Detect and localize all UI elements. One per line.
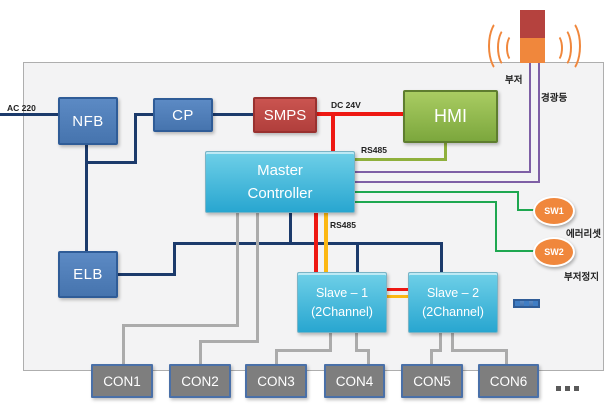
wire-sw2-line-h1	[355, 201, 497, 203]
wire-master-slave1-yellow	[324, 213, 328, 272]
sw1-button: SW1	[533, 196, 575, 226]
wire-hmi-rs485-h	[355, 158, 447, 161]
sw2-label: SW2	[544, 247, 564, 257]
cp-label: CP	[172, 106, 194, 124]
wire-con2-v2	[199, 340, 202, 364]
slave2-label-line1: Slave – 2	[426, 286, 480, 301]
buzzer-icon	[520, 38, 545, 63]
wire-con4-h	[355, 349, 370, 352]
con5-box: CON5	[401, 364, 463, 398]
nfb-label: NFB	[72, 112, 104, 130]
wire-con3-v1	[329, 333, 332, 351]
warning-lamp-icon	[520, 10, 545, 38]
sw1-caption: 에러리셋	[566, 229, 601, 240]
wire-con5-h	[430, 349, 442, 352]
wire-elb-up	[173, 243, 176, 276]
sw2-caption: 부저정지	[564, 272, 599, 283]
wire-con2-v1	[256, 213, 259, 342]
master-label-line2: Controller	[247, 185, 313, 202]
wire-sw1-line-h2	[517, 209, 535, 211]
con4-box: CON4	[324, 364, 385, 398]
warning-lamp-label: 경광등	[541, 93, 568, 104]
wire-cp-smps	[213, 113, 253, 116]
sound-wave-icon	[555, 19, 581, 73]
con5-label: CON5	[413, 373, 451, 389]
wire-slave2-navy-drop	[440, 242, 443, 272]
wire-sw2-line-v	[495, 201, 497, 252]
sound-wave-icon	[488, 19, 514, 73]
hmi-box: HMI	[403, 90, 498, 143]
wire-lamp-line-v	[538, 63, 540, 183]
wire-dc24v-line	[317, 112, 403, 116]
wire-nfb-elbow-h	[85, 161, 137, 164]
wire-dc24v-master-drop	[331, 112, 335, 151]
wire-con6-v1	[451, 333, 454, 351]
wire-sw1-line-h1	[355, 191, 519, 193]
wire-con6-h	[451, 349, 508, 352]
wire-con3-h	[275, 349, 332, 352]
wire-cp-in	[134, 113, 153, 116]
wire-ac-in	[0, 113, 58, 116]
wire-con4-v1	[355, 333, 358, 351]
con6-label: CON6	[489, 373, 528, 389]
slave1-box: Slave – 1 (2Channel)	[297, 272, 387, 333]
nfb-box: NFB	[58, 97, 118, 145]
rs485-slave-label: RS485	[330, 220, 356, 230]
wire-hmi-rs485-v	[444, 143, 447, 160]
elb-box: ELB	[58, 251, 118, 298]
wire-con1-v2	[122, 324, 125, 364]
wire-con4-v2	[367, 349, 370, 364]
dc24v-label: DC 24V	[331, 100, 361, 110]
con2-label: CON2	[181, 373, 219, 389]
sw1-label: SW1	[544, 206, 564, 216]
cp-box: CP	[153, 98, 213, 132]
wire-sw2-line-h2	[495, 250, 535, 252]
con1-label: CON1	[103, 373, 141, 389]
con6-box: CON6	[478, 364, 539, 398]
slave2-label-line2: (2Channel)	[422, 304, 484, 319]
wire-con1-v1	[236, 213, 239, 326]
con2-box: CON2	[169, 364, 231, 398]
hmi-label: HMI	[434, 106, 467, 126]
wire-master-junction	[289, 213, 292, 245]
smps-label: SMPS	[263, 106, 307, 124]
con1-box: CON1	[91, 364, 153, 398]
wire-con5-v1	[439, 333, 442, 351]
more-slaves-ellipsis-icon	[513, 299, 540, 308]
wire-buzzer-line-v	[529, 63, 531, 173]
wire-con2-h	[199, 340, 259, 343]
con3-label: CON3	[257, 373, 295, 389]
con3-box: CON3	[245, 364, 307, 398]
wire-lamp-line-h	[355, 181, 540, 183]
sw2-button: SW2	[533, 237, 575, 267]
wire-elb-right	[118, 273, 176, 276]
slave2-box: Slave – 2 (2Channel)	[408, 272, 498, 333]
elb-label: ELB	[73, 266, 103, 283]
wire-buzzer-line-h	[355, 171, 531, 173]
wire-master-slave1-red	[314, 213, 318, 272]
wire-nfb-down	[85, 145, 88, 252]
ac220-label: AC 220	[7, 103, 36, 113]
master-label-line1: Master	[257, 161, 303, 179]
wire-con3-v2	[275, 349, 278, 364]
wire-con5-v2	[430, 349, 433, 364]
con4-label: CON4	[335, 373, 374, 389]
slave1-label-line2: (2Channel)	[311, 304, 373, 319]
wire-sw1-line-v	[517, 191, 519, 211]
slave1-label-line1: Slave – 1	[315, 286, 369, 301]
wire-con6-v2	[505, 349, 508, 364]
more-connectors-ellipsis-icon	[556, 386, 579, 391]
wire-cp-elbow-v	[134, 113, 137, 164]
wire-slave-link-yellow	[387, 295, 408, 298]
wire-slave1-navy-drop	[356, 242, 359, 272]
wire-slave-link-red	[387, 288, 408, 291]
wire-power-trunk	[173, 242, 443, 245]
wire-con1-h	[122, 324, 239, 327]
rs485-hmi-label: RS485	[361, 145, 387, 155]
master-controller-box: Master Controller	[205, 151, 355, 213]
smps-box: SMPS	[253, 97, 317, 133]
buzzer-label: 부저	[505, 75, 523, 86]
